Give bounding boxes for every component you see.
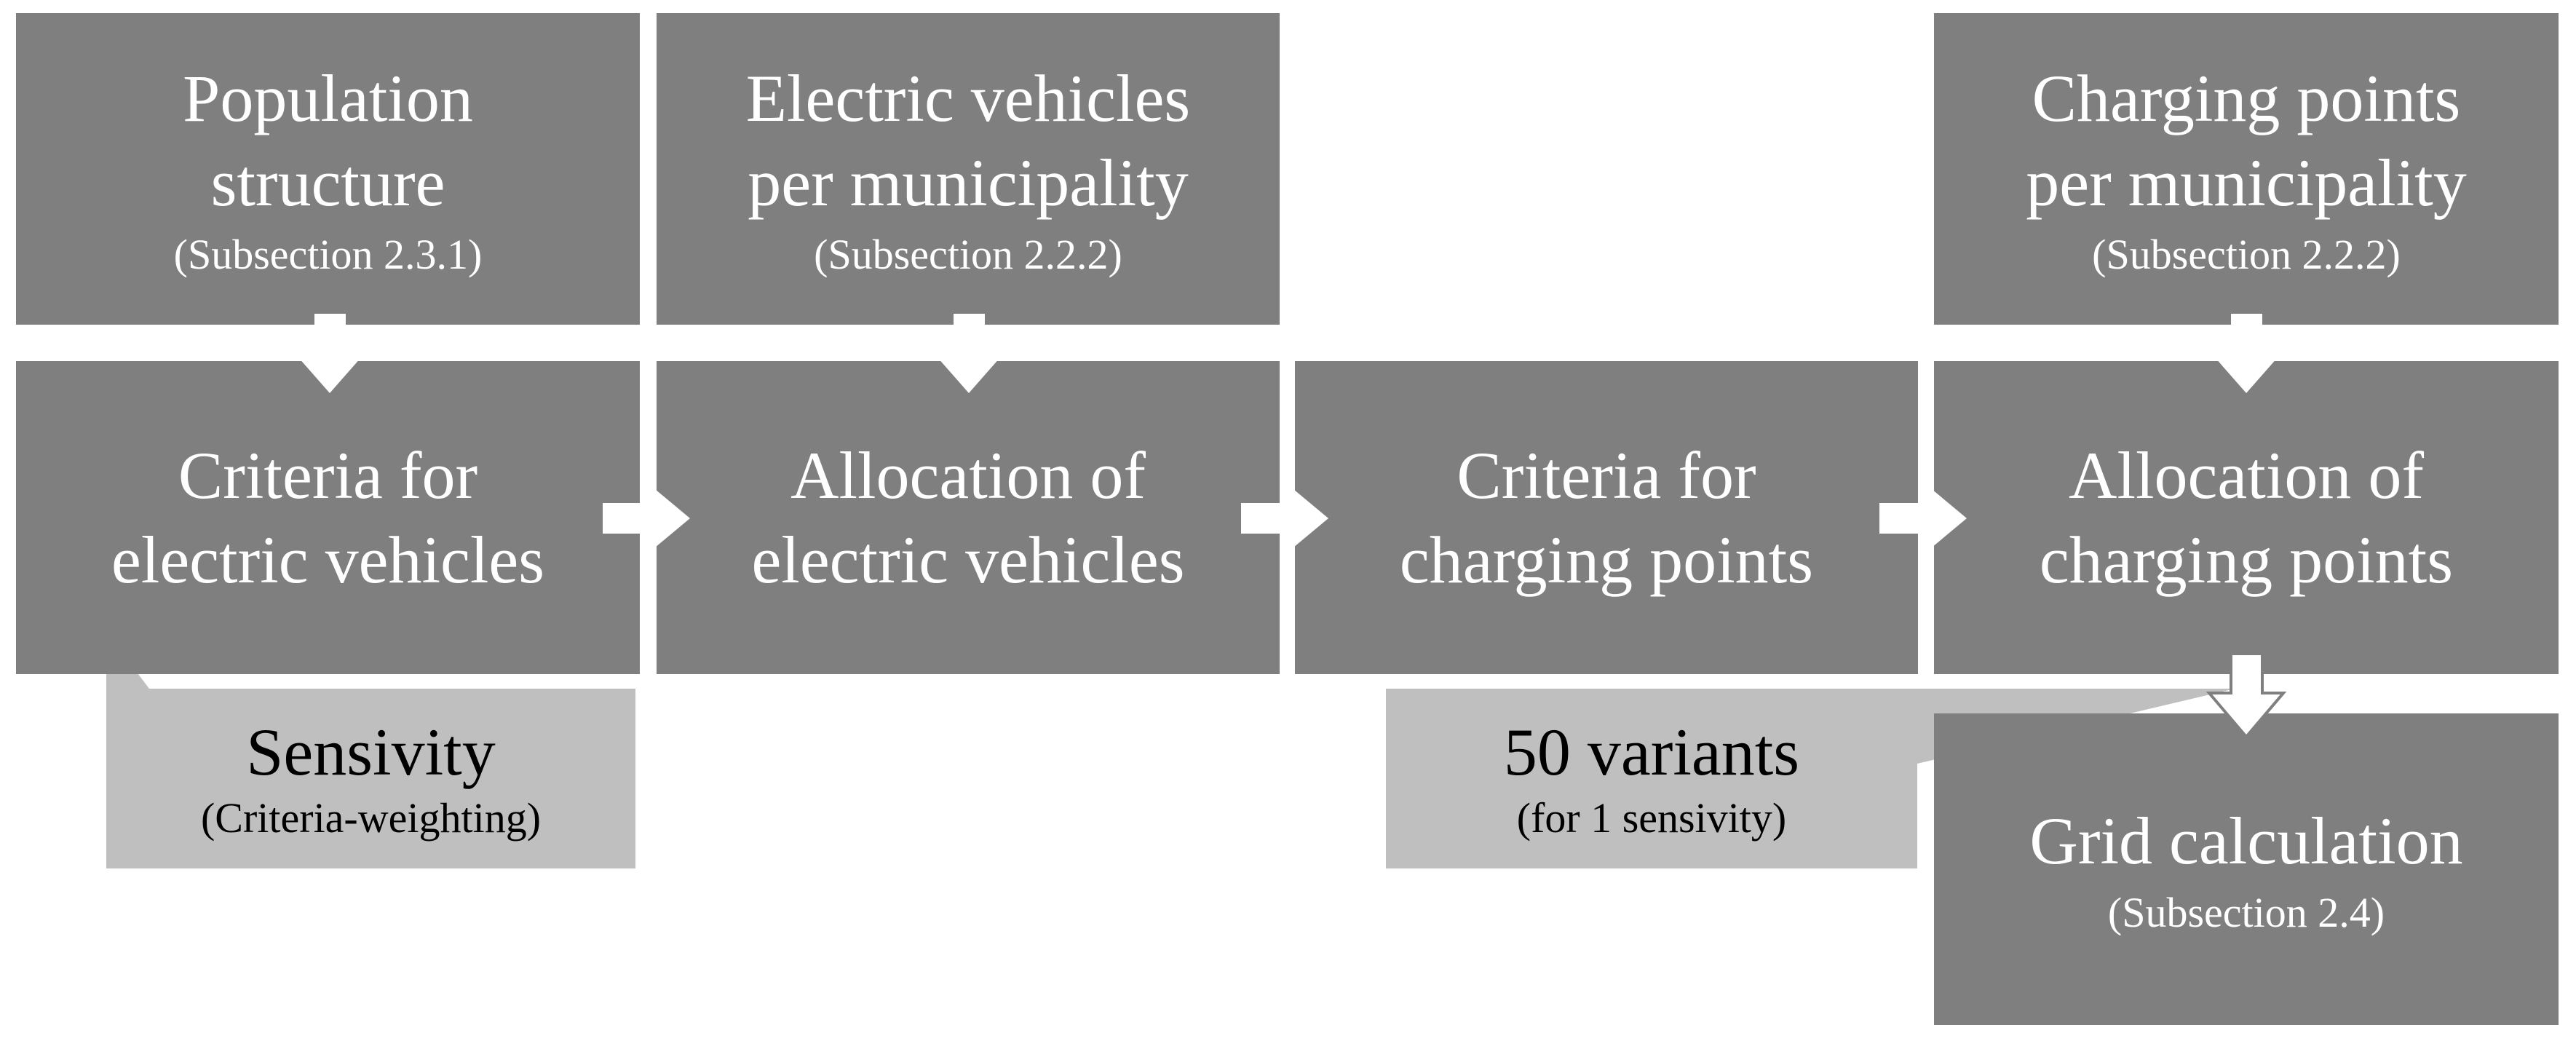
cp-per-muni-subsection: (Subsection 2.2.2) — [2092, 231, 2401, 278]
ev-per-muni-subsection: (Subsection 2.2.2) — [814, 231, 1122, 278]
sensitivity-sub: (Criteria-weighting) — [200, 793, 542, 842]
box-allocation-cp: Allocation of charging points — [1934, 361, 2559, 674]
arrow-right-3 — [1879, 482, 1967, 555]
population-title-line1: Population — [183, 61, 473, 135]
box-grid-calculation: Grid calculation (Subsection 2.4) — [1934, 713, 2559, 1025]
arrow-right-2 — [1241, 482, 1328, 555]
box-allocation-ev: Allocation of electric vehicles — [657, 361, 1280, 674]
arrow-down-cp-per-muni — [2209, 314, 2283, 393]
criteria-ev-title-line1: Criteria for — [178, 438, 478, 512]
alloc-ev-title-line2: electric vehicles — [751, 523, 1185, 597]
ev-per-muni-title-line1: Electric vehicles — [745, 61, 1191, 135]
box-cp-per-municipality: Charging points per municipality (Subsec… — [1934, 13, 2559, 325]
grid-title: Grid calculation — [2029, 804, 2463, 878]
variants-sub: (for 1 sensivity) — [1516, 793, 1787, 842]
ev-per-muni-title-line2: per municipality — [748, 146, 1189, 220]
population-subsection: (Subsection 2.3.1) — [173, 231, 483, 278]
arrow-down-ev-per-muni — [932, 314, 1006, 393]
arrow-right-1 — [603, 482, 690, 555]
criteria-ev-title-line2: electric vehicles — [111, 523, 545, 597]
criteria-cp-title-line1: Criteria for — [1457, 438, 1756, 512]
arrow-down-grid — [2206, 652, 2287, 740]
sensitivity-title: Sensivity — [246, 714, 496, 789]
variants-title: 50 variants — [1503, 714, 1800, 789]
box-criteria-cp: Criteria for charging points — [1295, 361, 1918, 674]
box-ev-per-municipality: Electric vehicles per municipality (Subs… — [657, 13, 1280, 325]
grid-subsection: (Subsection 2.4) — [2107, 889, 2385, 936]
sensitivity-callout-shape — [106, 632, 635, 868]
sensitivity-callout: Sensivity (Criteria-weighting) — [106, 689, 635, 868]
arrow-down-population — [293, 314, 367, 393]
alloc-cp-title-line1: Allocation of — [2069, 438, 2424, 512]
cp-per-muni-title-line1: Charging points — [2032, 61, 2461, 135]
box-population-structure: Population structure (Subsection 2.3.1) — [16, 13, 640, 325]
alloc-cp-title-line2: charging points — [2039, 523, 2454, 597]
cp-per-muni-title-line2: per municipality — [2026, 146, 2467, 220]
alloc-ev-title-line1: Allocation of — [790, 438, 1146, 512]
box-criteria-ev: Criteria for electric vehicles — [16, 361, 640, 674]
population-title-line2: structure — [210, 146, 445, 220]
criteria-cp-title-line2: charging points — [1399, 523, 1814, 597]
variants-callout: 50 variants (for 1 sensivity) — [1386, 689, 1917, 868]
